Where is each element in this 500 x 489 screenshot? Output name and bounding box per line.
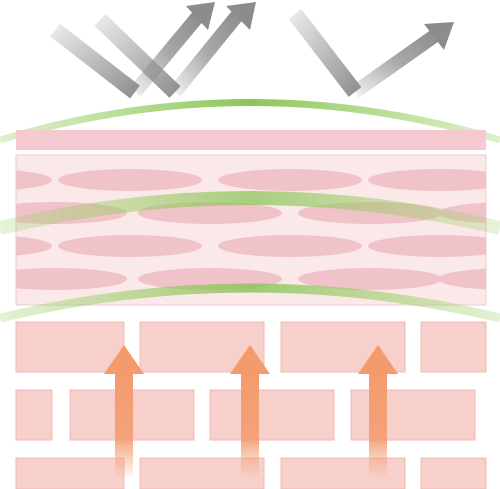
oval-cell xyxy=(16,170,52,190)
reflection-arrow-icon xyxy=(288,9,454,98)
oval-cell xyxy=(298,268,442,290)
oval-cell xyxy=(368,235,486,257)
oval-cell xyxy=(438,268,486,290)
reflection-arrow-icon xyxy=(94,2,256,98)
oval-cell xyxy=(218,169,362,191)
brick xyxy=(15,457,125,489)
oval-cell xyxy=(16,268,127,290)
oval-cell xyxy=(16,236,52,256)
upward-arrow-icon xyxy=(230,345,270,477)
brick xyxy=(209,389,335,441)
oval-cell xyxy=(218,235,362,257)
lower-film xyxy=(0,283,500,323)
oval-cell xyxy=(58,235,202,257)
reflection-arrow-icon xyxy=(50,2,215,99)
cell-layer xyxy=(15,154,487,306)
oval-cell xyxy=(58,169,202,191)
top-band xyxy=(16,130,486,150)
brick xyxy=(420,457,487,489)
middle-film xyxy=(0,191,500,235)
brick xyxy=(420,321,487,373)
upward-arrow-icon xyxy=(358,345,398,477)
brick xyxy=(15,321,125,373)
top-film xyxy=(0,99,500,144)
brick xyxy=(15,389,53,441)
upward-arrow-icon xyxy=(104,345,144,477)
upward-arrows xyxy=(104,345,398,477)
reflection-arrows xyxy=(50,2,454,99)
oval-cell xyxy=(368,169,486,191)
